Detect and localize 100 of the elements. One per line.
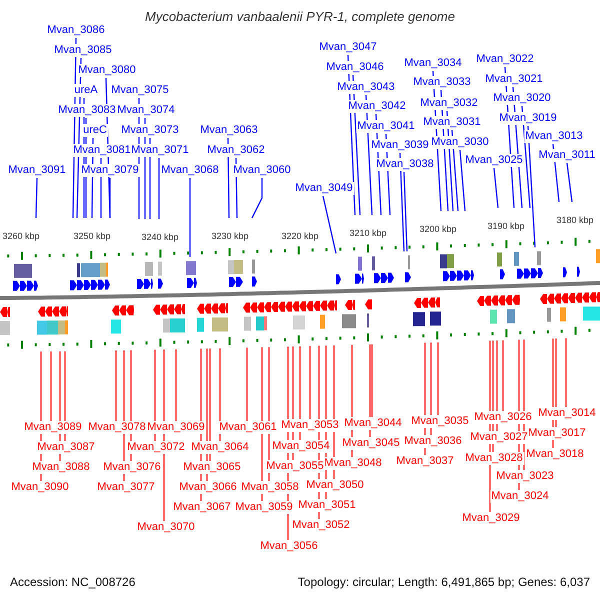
gene-label: Mvan_3083 — [57, 104, 117, 117]
leader-line — [527, 126, 536, 248]
gene-label: Mvan_3091 — [7, 164, 67, 177]
leader-line — [309, 346, 311, 419]
gene-label: Mvan_3014 — [537, 407, 597, 420]
leader-line — [189, 178, 191, 257]
axis-tick-label: 3190 kbp — [487, 221, 525, 232]
gene-label: Mvan_3075 — [110, 84, 170, 97]
leader-line — [566, 162, 573, 202]
gene-label: Mvan_3035 — [410, 415, 470, 428]
gene-label: Mvan_3061 — [218, 421, 278, 434]
gene-label: Mvan_3067 — [172, 501, 232, 514]
gene-label: Mvan_3028 — [464, 452, 524, 465]
gene-label: Mvan_3066 — [178, 481, 238, 494]
gene-label: Mvan_3025 — [464, 154, 524, 167]
gene-label: Mvan_3069 — [146, 421, 206, 434]
leader-line — [437, 342, 439, 415]
gene-label: Mvan_3072 — [126, 441, 186, 454]
axis-tick-label: 3230 kbp — [211, 231, 249, 242]
gene-label: Mvan_3052 — [291, 519, 351, 532]
gene-label: Mvan_3038 — [375, 158, 435, 171]
leader-line — [109, 178, 111, 218]
gene-label: Mvan_3022 — [475, 53, 535, 66]
gene-label: Mvan_3024 — [490, 490, 550, 503]
leader-line — [35, 178, 38, 218]
gene-label: Mvan_3068 — [160, 164, 220, 177]
leader-line — [459, 150, 466, 212]
gene-label: Mvan_3039 — [370, 139, 430, 152]
gene-label: Mvan_3026 — [473, 411, 533, 424]
gene-label: Mvan_3037 — [395, 455, 455, 468]
gene-label: Mvan_3031 — [422, 116, 482, 129]
gene-label: Mvan_3074 — [116, 104, 176, 117]
footer-note: Accession: NC_008726 — [10, 575, 136, 589]
axis-tick-label: 3240 kbp — [141, 232, 179, 243]
gene-label: Mvan_3081 — [72, 144, 132, 157]
gene-label: Mvan_3049 — [294, 182, 354, 195]
gene-label: Mvan_3023 — [495, 470, 555, 483]
gene-label: Mvan_3063 — [199, 124, 259, 137]
gene-label: Mvan_3059 — [234, 501, 294, 514]
gene-label: ureC — [82, 124, 108, 137]
diagram-title: Mycobacterium vanbaalenii PYR-1, complete genome — [145, 9, 455, 24]
leader-line — [502, 340, 504, 411]
gene-label: Mvan_3080 — [77, 64, 137, 77]
leader-line — [50, 352, 52, 421]
gene-label: Mvan_3087 — [36, 441, 96, 454]
gene-label: Mvan_3062 — [206, 144, 266, 157]
gene-label: Mvan_3042 — [347, 100, 407, 113]
gene-label: Mvan_3070 — [136, 521, 196, 534]
gene-label: Mvan_3021 — [484, 73, 544, 86]
gene-label: Mvan_3045 — [341, 437, 401, 450]
axis-tick-label: 3250 kbp — [73, 231, 111, 242]
gene-label: Mvan_3046 — [325, 61, 385, 74]
leader-line — [158, 158, 160, 219]
gene-label: Mvan_3090 — [10, 481, 70, 494]
gene-label: Mvan_3053 — [280, 419, 340, 432]
leader-line — [115, 350, 117, 421]
gene-label: Mvan_3020 — [492, 92, 552, 105]
gene-label: Mvan_3013 — [524, 130, 584, 143]
leader-line — [246, 348, 248, 421]
leader-line — [209, 348, 211, 461]
axis-tick-label: 3260 kbp — [2, 231, 40, 242]
gene-label: Mvan_3044 — [343, 417, 403, 430]
gene-label: Mvan_3027 — [469, 431, 529, 444]
gene-label: Mvan_3029 — [461, 512, 521, 525]
axis-tick-label: 3200 kbp — [419, 224, 457, 235]
gene-label: Mvan_3017 — [527, 427, 587, 440]
axis-tick-label: 3220 kbp — [281, 231, 319, 242]
gene-label: Mvan_3073 — [120, 124, 180, 137]
gene-label: Mvan_3041 — [356, 120, 416, 133]
gene-label: Mvan_3051 — [297, 499, 357, 512]
gene-label: Mvan_3034 — [403, 57, 463, 70]
gene-label: Mvan_3030 — [430, 136, 490, 149]
gene-label: Mvan_3050 — [305, 479, 365, 492]
gene-label: Mvan_3064 — [190, 441, 250, 454]
leader-line — [565, 338, 567, 407]
leader-line — [251, 178, 263, 218]
gene-label: Mvan_3086 — [46, 24, 106, 37]
axis-tick-label: 3210 kbp — [349, 228, 387, 239]
gene-label: Mvan_3043 — [336, 81, 396, 94]
gene-label: Mvan_3019 — [498, 112, 558, 125]
leader-line — [175, 349, 177, 421]
gene-label: Mvan_3058 — [240, 481, 300, 494]
gene-label: Mvan_3018 — [525, 448, 585, 461]
gene-label: Mvan_3011 — [538, 149, 596, 162]
gene-label: Mvan_3060 — [232, 164, 292, 177]
gene-label: Mvan_3085 — [53, 44, 113, 57]
gene-label: Mvan_3089 — [23, 421, 83, 434]
gene-label: Mvan_3088 — [31, 461, 91, 474]
gene-label: Mvan_3076 — [102, 461, 162, 474]
gene-label: Mvan_3079 — [80, 164, 140, 177]
gene-label: Mvan_3032 — [419, 97, 479, 110]
gene-label: Mvan_3078 — [87, 421, 147, 434]
gene-label: Mvan_3055 — [265, 460, 325, 473]
gene-label: Mvan_3033 — [412, 76, 472, 89]
gene-label: Mvan_3036 — [403, 435, 463, 448]
axis-tick-label: 3180 kbp — [556, 215, 594, 226]
leader-line — [399, 152, 405, 252]
gene-label: ureA — [73, 84, 99, 97]
leader-line — [403, 172, 408, 252]
leader-line — [493, 168, 499, 208]
